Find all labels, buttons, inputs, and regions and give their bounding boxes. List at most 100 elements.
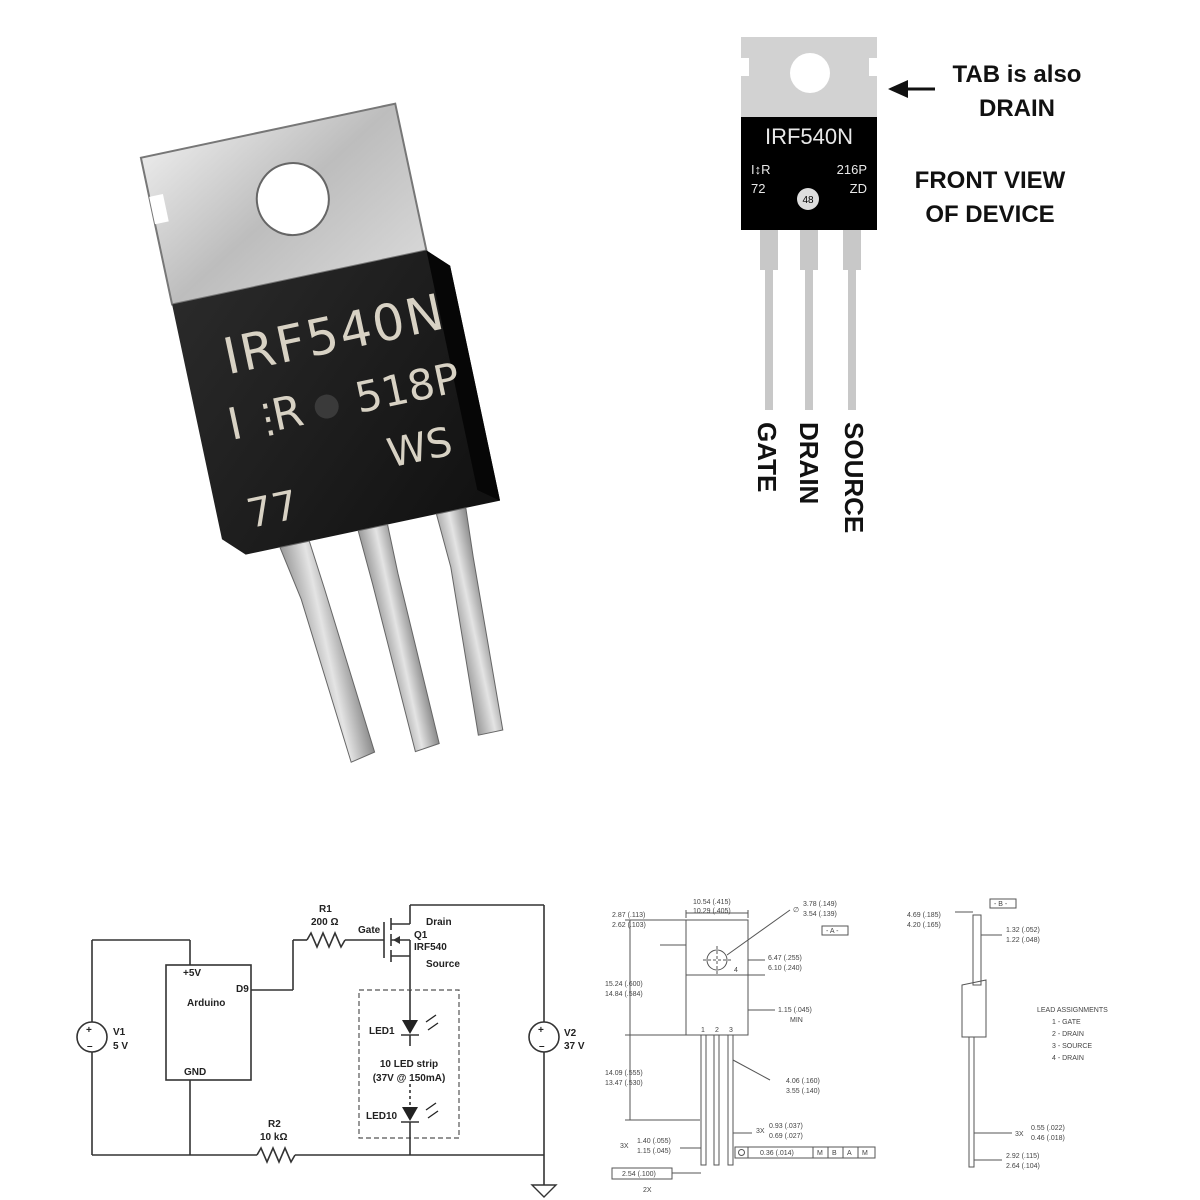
dim-hole-min: 3.54 (.139) xyxy=(803,911,837,918)
tab-arrow-icon xyxy=(888,80,935,98)
tol-ref-3: A xyxy=(847,1150,852,1157)
svg-text:–: – xyxy=(87,1041,93,1052)
dim-lead-w-3x: 3X xyxy=(620,1143,629,1150)
dim-hole-to-top-max: 6.47 (.255) xyxy=(768,955,802,962)
v2-source-symbol xyxy=(528,1021,560,1053)
pin-label-source: SOURCE xyxy=(839,422,869,533)
led10-symbol xyxy=(401,1102,439,1123)
arduino-d9-pin: D9 xyxy=(236,984,249,995)
dim-lead-t-3x: 3X xyxy=(756,1128,765,1135)
dim-side-lead-max: 0.55 (.022) xyxy=(1031,1125,1065,1132)
pin-num-3: 3 xyxy=(729,1027,733,1034)
tab-callout-line1: TAB is also xyxy=(953,61,1082,88)
photo-marking-code3: 77 xyxy=(243,482,302,538)
arduino-label: Arduino xyxy=(187,998,225,1009)
front-leads xyxy=(760,230,861,410)
dim-lead-len-max: 14.09 (.555) xyxy=(605,1070,643,1077)
q1-name: Q1 xyxy=(414,930,428,941)
dim-pitch-2x: 2X xyxy=(643,1187,652,1194)
pin-num-1: 1 xyxy=(701,1027,705,1034)
pin-label-drain: DRAIN xyxy=(794,422,824,504)
svg-text:+: + xyxy=(86,1025,92,1036)
dim-side-bottom-max: 2.92 (.115) xyxy=(1006,1153,1039,1160)
arduino-5v-pin: +5V xyxy=(183,968,201,979)
pin-label-gate: GATE xyxy=(752,422,782,492)
datum-a: - A - xyxy=(826,928,839,935)
v1-source-symbol xyxy=(76,1021,108,1053)
photo-marking-e-circle xyxy=(314,394,339,419)
dim-side-lead-3x: 3X xyxy=(1015,1131,1024,1138)
front-mark-right1: 216P xyxy=(837,162,867,177)
lead-assign-title: LEAD ASSIGNMENTS xyxy=(1037,1007,1108,1014)
front-body xyxy=(741,117,877,230)
mech-side-lead xyxy=(968,1036,975,1168)
arduino-block xyxy=(165,964,252,1081)
mosfet-symbol xyxy=(383,905,411,990)
lead-assign-2: 2 - DRAIN xyxy=(1052,1031,1084,1038)
photo-marking-diode: ⋮ xyxy=(244,392,293,445)
datum-b: - B - xyxy=(994,901,1008,908)
dim-hole-to-top-min: 6.10 (.240) xyxy=(768,965,802,972)
v1-name: V1 xyxy=(113,1027,126,1038)
v1-value: 5 V xyxy=(113,1041,128,1052)
dim-lead-min-label: MIN xyxy=(790,1017,803,1024)
front-mark-left2: 72 xyxy=(751,181,765,196)
mech-hole xyxy=(706,949,728,971)
source-label: Source xyxy=(426,959,460,970)
svg-text:∅: ∅ xyxy=(793,907,799,914)
dim-side-top-min: 4.20 (.165) xyxy=(907,922,941,929)
arduino-gnd-pin: GND xyxy=(184,1067,206,1078)
drain-label: Drain xyxy=(426,917,452,928)
led10-label: LED10 xyxy=(366,1111,398,1122)
strip-label-line1: 10 LED strip xyxy=(380,1059,438,1070)
photo-leads xyxy=(279,507,504,763)
pin-num-4: 4 xyxy=(734,967,738,974)
dim-pitch: 2.54 (.100) xyxy=(622,1171,656,1178)
front-view-line2: OF DEVICE xyxy=(925,201,1054,228)
dim-side-lead-min: 0.46 (.018) xyxy=(1031,1135,1065,1142)
front-part-number: IRF540N xyxy=(765,124,853,149)
r2-resistor-symbol xyxy=(256,1145,296,1165)
tol-ref-2: B xyxy=(832,1150,837,1157)
dim-tab-left-max: 2.87 (.113) xyxy=(612,912,645,919)
circuit-schematic: + – V1 5 V Arduino +5V D9 GND R1 200 Ω G… xyxy=(76,904,585,1198)
dim-lead-len-min: 13.47 (.530) xyxy=(605,1080,643,1087)
dim-tab-left-min: 2.62 (.103) xyxy=(612,922,646,929)
dim-lead-min: 1.15 (.045) xyxy=(778,1007,812,1014)
front-mount-hole xyxy=(790,53,830,93)
led1-label: LED1 xyxy=(369,1026,395,1037)
lead-assign-4: 4 - DRAIN xyxy=(1052,1055,1084,1062)
v2-value: 37 V xyxy=(564,1041,585,1052)
r1-name: R1 xyxy=(319,904,332,915)
front-view-line1: FRONT VIEW xyxy=(915,167,1066,194)
dim-body-height-min: 14.84 (.584) xyxy=(605,991,643,998)
mech-side-body xyxy=(961,979,987,1038)
r1-value: 200 Ω xyxy=(311,917,338,928)
photo-mount-hole xyxy=(255,162,330,237)
led-strip-box xyxy=(358,989,460,1139)
r1-resistor-symbol xyxy=(306,930,346,950)
pin-num-2: 2 xyxy=(715,1027,719,1034)
dim-lead-pitch-min: 3.55 (.140) xyxy=(786,1088,820,1095)
mech-side-tab xyxy=(972,914,982,986)
dim-lead-w-min: 1.15 (.045) xyxy=(637,1148,671,1155)
tolerance-frame: 0.36 (.014) M B A M xyxy=(734,1146,876,1159)
dim-top-width-min: 10.29 (.405) xyxy=(693,908,731,915)
dim-side-tab-max: 1.32 (.052) xyxy=(1006,927,1040,934)
mechanical-drawing: 1 2 3 4 10.54 (.415) 10.29 (.405) ∅ 3.78… xyxy=(605,898,1108,1194)
dim-side-top-max: 4.69 (.185) xyxy=(907,912,941,919)
device-photo: IRF540N I ⋮ R 518P WS 77 xyxy=(139,102,504,763)
led1-symbol xyxy=(401,1014,439,1036)
front-mark-center: 48 xyxy=(802,195,814,206)
tol-ref-1: M xyxy=(817,1150,823,1157)
gate-label: Gate xyxy=(358,925,381,936)
ground-icon xyxy=(530,1155,558,1198)
v2-name: V2 xyxy=(564,1028,577,1039)
svg-text:+: + xyxy=(538,1025,544,1036)
dim-lead-w-max: 1.40 (.055) xyxy=(637,1138,671,1145)
lead-assign-1: 1 - GATE xyxy=(1052,1019,1081,1026)
dim-lead-t-max: 0.93 (.037) xyxy=(769,1123,803,1130)
dim-side-bottom-min: 2.64 (.104) xyxy=(1006,1163,1040,1170)
q1-part: IRF540 xyxy=(414,942,447,953)
